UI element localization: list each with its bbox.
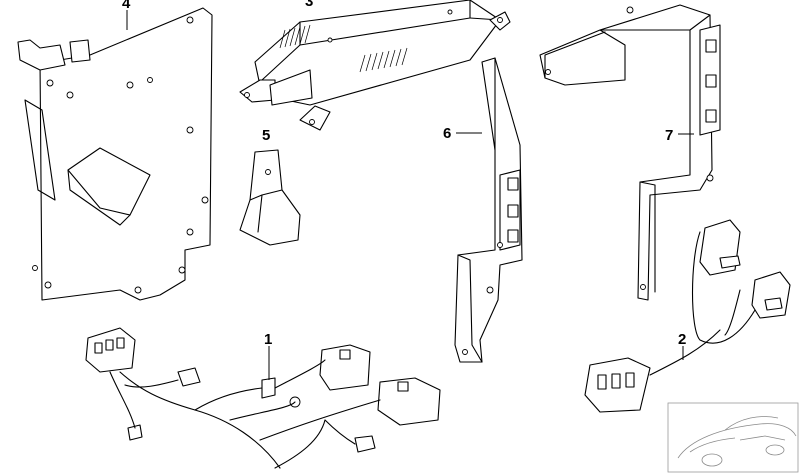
part-7-l-bracket — [539, 4, 721, 301]
part-5-small-bracket — [239, 149, 301, 246]
callout-3: 3 — [305, 0, 313, 10]
callout-7: 7 — [665, 127, 673, 144]
callout-2: 2 — [678, 331, 686, 348]
module-vent-slots — [279, 24, 408, 73]
part-2-cable-harness — [584, 219, 791, 413]
part-3-control-module — [239, 0, 511, 131]
callout-1: 1 — [264, 331, 272, 348]
part-1-wiring-harness — [85, 327, 441, 469]
callout-6: 6 — [443, 125, 451, 142]
part-6-vertical-bracket — [454, 57, 523, 363]
part-4-mounting-plate — [17, 7, 213, 301]
callout-5: 5 — [262, 127, 270, 144]
vehicle-reference-thumbnail — [667, 402, 799, 473]
callout-4: 4 — [122, 0, 131, 12]
